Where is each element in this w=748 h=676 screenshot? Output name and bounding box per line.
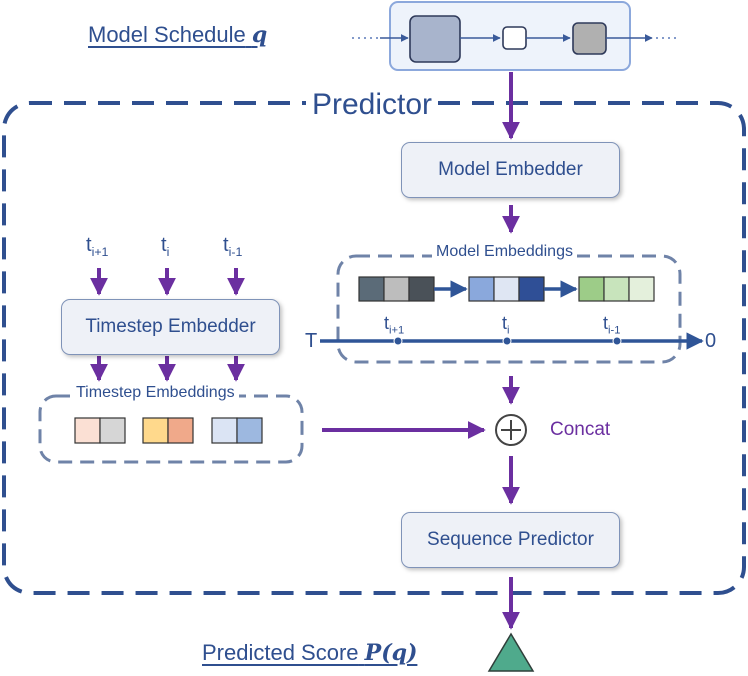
model-embedding-block-1-cell-3: [408, 276, 435, 302]
axis-tick-label-3: ti-1: [603, 313, 621, 337]
timestep-embedding-3-cell-2: [236, 417, 263, 444]
timestep-embeddings-label: Timestep Embeddings: [72, 384, 239, 402]
schedule-node-large: [409, 15, 461, 63]
model-embedding-block-2-cell-1: [468, 276, 495, 302]
predicted-score-text: Predicted Score: [202, 640, 359, 665]
time-axis-tick-1: [393, 336, 403, 346]
model-embedding-block-2-cell-2: [493, 276, 520, 302]
time-axis-tick-3: [612, 336, 622, 346]
model-embeddings-container: [336, 254, 682, 364]
timestep-embedder-box: Timestep Embedder: [61, 299, 280, 355]
predictor-title: Predictor: [306, 88, 439, 122]
timestep-embedding-1-cell-1: [74, 417, 101, 444]
time-axis-tick-2: [502, 336, 512, 346]
model-schedule-text: Model Schedule: [88, 22, 246, 47]
model-embedding-block-1-cell-1: [358, 276, 385, 302]
model-embedding-block-1-cell-2: [383, 276, 410, 302]
axis-tick-label-1: ti+1: [384, 313, 405, 337]
timestep-input-2: ti: [161, 234, 170, 259]
model-embedding-block-3-cell-3: [628, 276, 655, 302]
predicted-score-label: Predicted Score P(q): [202, 640, 417, 666]
timestep-embedding-2-cell-2: [167, 417, 194, 444]
timestep-input-3: ti-1: [223, 234, 243, 259]
sequence-predictor-box: Sequence Predictor: [401, 512, 620, 568]
timestep-embedding-2-cell-1: [142, 417, 169, 444]
model-schedule-label: Model Schedule q: [88, 22, 267, 48]
model-schedule-symbol: q: [251, 22, 268, 48]
model-embedding-blocks: [358, 276, 655, 302]
axis-end-label: 0: [705, 330, 717, 352]
predicted-score-symbol: P(q): [364, 640, 418, 666]
model-embedder-box: Model Embedder: [401, 142, 620, 198]
concat-label: Concat: [550, 419, 611, 440]
model-embeddings-label: Model Embeddings: [432, 243, 577, 261]
model-embedding-block-3-cell-2: [603, 276, 630, 302]
schedule-node-medium: [572, 22, 607, 55]
timestep-input-1: ti+1: [86, 234, 109, 259]
timestep-embedding-3-cell-1: [211, 417, 238, 444]
axis-start-label: T: [305, 330, 318, 352]
timestep-embedding-blocks: [74, 417, 263, 444]
model-embedding-block-3-cell-1: [578, 276, 605, 302]
schedule-node-small: [502, 26, 527, 50]
timestep-embedding-1-cell-2: [99, 417, 126, 444]
score-triangle-icon: [487, 632, 535, 672]
model-embedding-block-2-cell-3: [518, 276, 545, 302]
axis-tick-label-2: ti: [502, 313, 510, 337]
